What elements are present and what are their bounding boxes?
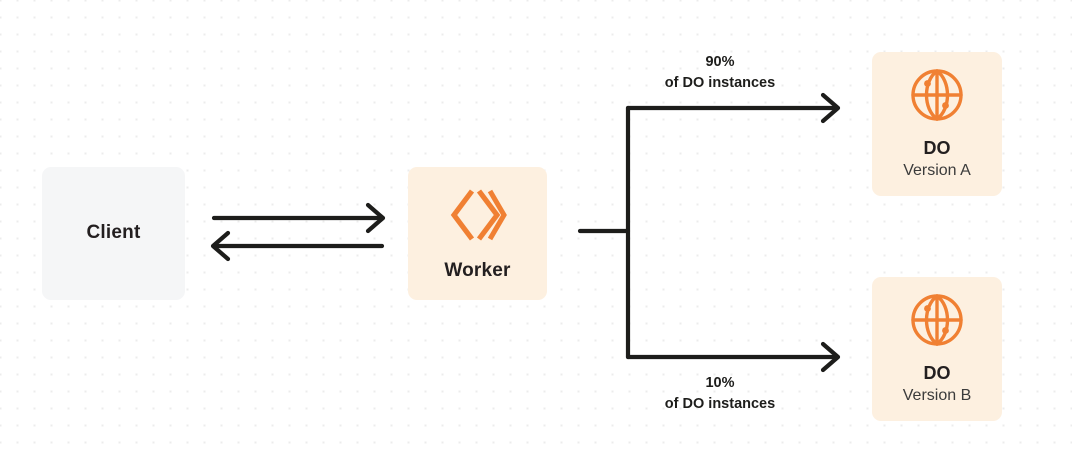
node-do-a-subtitle: Version A — [903, 162, 971, 180]
node-do-a-title: DO — [923, 137, 951, 158]
edge-label-do-a-text: of DO instances — [664, 75, 776, 92]
arrow-worker-to-do-a — [625, 92, 841, 124]
node-do-b-subtitle: Version B — [902, 387, 972, 405]
node-worker[interactable]: Worker — [408, 167, 547, 300]
edge-label-do-b-text: of DO instances — [664, 396, 776, 413]
node-do-b-title: DO — [923, 362, 951, 383]
node-do-version-b[interactable]: DO Version B — [872, 277, 1002, 421]
edge-label-do-b: 10% of DO instances — [634, 373, 806, 415]
globe-icon — [909, 292, 965, 348]
node-client[interactable]: Client — [42, 167, 185, 300]
edge-label-do-a-percent: 90% — [705, 54, 735, 70]
edge-label-do-b-percent: 10% — [705, 375, 735, 391]
node-do-version-a[interactable]: DO Version A — [872, 52, 1002, 196]
globe-icon — [909, 67, 965, 123]
edge-label-do-a: 90% of DO instances — [634, 52, 806, 94]
arrow-worker-to-do-b — [625, 341, 841, 373]
arrow-client-to-worker — [211, 202, 386, 234]
node-worker-label: Worker — [444, 260, 511, 282]
cloudflare-workers-icon — [447, 184, 509, 246]
arrow-worker-to-client — [210, 230, 385, 262]
branch-connector-trunk — [577, 105, 631, 360]
node-client-label: Client — [86, 222, 141, 244]
